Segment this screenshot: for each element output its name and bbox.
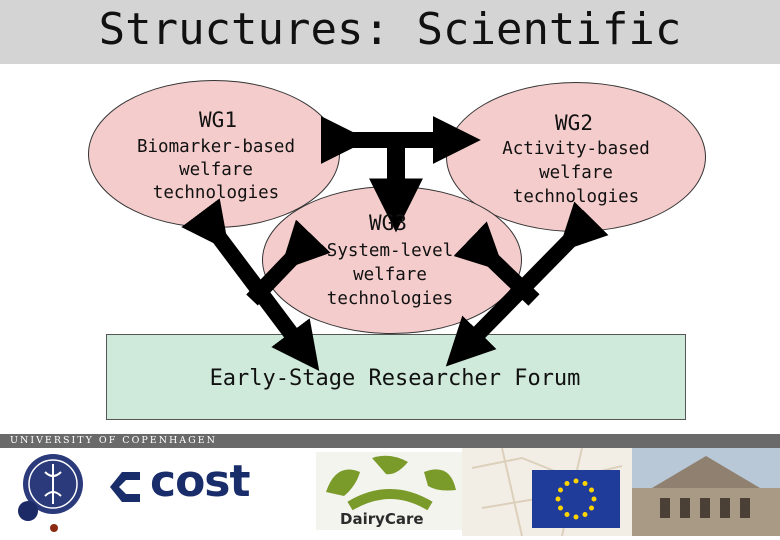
university-building-photo (632, 448, 780, 536)
wg1-line2: welfare (179, 160, 253, 180)
wg2-line2: welfare (539, 163, 613, 183)
slide-title: Structures: Scientific (98, 4, 682, 55)
wg3-title: WG3 (369, 211, 407, 235)
forum-label: Early-Stage Researcher Forum (209, 366, 581, 391)
wg2-line3: technologies (512, 187, 640, 207)
wg1-line3: technologies (152, 183, 280, 203)
wg2-line1: Activity-based (502, 139, 650, 159)
university-seal-icon (18, 454, 83, 532)
dairycare-logo-icon (316, 452, 464, 530)
cost-logo-text: cost (150, 456, 251, 507)
title-bar (0, 0, 780, 64)
university-bar (0, 434, 780, 448)
eu-flag-icon (532, 470, 620, 528)
arrow-wg3-right (453, 221, 540, 306)
dairycare-logo-text: DairyCare (340, 510, 424, 528)
wg1-line1: Biomarker-based (136, 137, 296, 157)
wg3-line3: technologies (326, 289, 454, 309)
wg3-line2: welfare (353, 265, 427, 285)
wg3-line1: System-level (326, 241, 454, 261)
wg1-title: WG1 (199, 108, 237, 132)
arrow-wg3-left (246, 219, 331, 306)
cost-logo-icon (110, 472, 140, 502)
university-name: UNIVERSITY OF COPENHAGEN (10, 435, 217, 446)
wg2-title: WG2 (555, 111, 593, 135)
